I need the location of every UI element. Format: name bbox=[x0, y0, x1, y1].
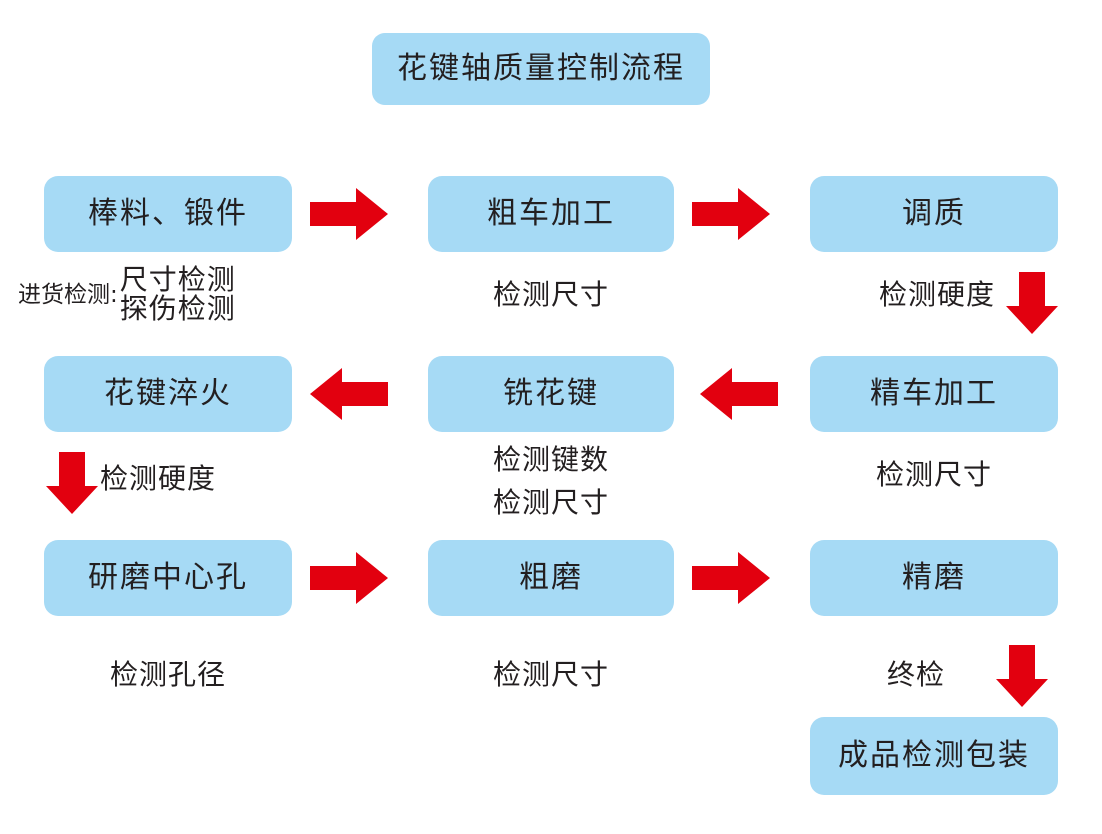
caption-incoming-inspection: 进货检测: 尺寸检测 探伤检测 bbox=[18, 264, 318, 326]
caption-rough-turning: 检测尺寸 bbox=[428, 278, 674, 312]
arrow-right-icon bbox=[310, 552, 388, 604]
flowchart-title-text: 花键轴质量控制流程 bbox=[397, 51, 685, 86]
node-rough-grinding[interactable]: 粗磨 bbox=[428, 540, 674, 616]
node-label: 花键淬火 bbox=[104, 376, 232, 411]
incoming-inspection-label: 进货检测: bbox=[18, 281, 118, 308]
node-label: 调质 bbox=[902, 196, 966, 231]
caption-text: 检测尺寸 bbox=[875, 457, 992, 491]
node-rough-turning[interactable]: 粗车加工 bbox=[428, 176, 674, 252]
caption-text: 检测尺寸 bbox=[492, 657, 609, 691]
arrow-down-icon bbox=[1006, 272, 1058, 334]
node-tempering[interactable]: 调质 bbox=[810, 176, 1058, 252]
node-label: 精磨 bbox=[902, 560, 966, 595]
arrow-right-icon bbox=[310, 188, 388, 240]
caption-spline-quenching: 检测硬度 bbox=[100, 462, 300, 496]
node-label: 研磨中心孔 bbox=[88, 560, 248, 595]
arrow-right-icon bbox=[692, 188, 770, 240]
caption-rough-grinding: 检测尺寸 bbox=[428, 658, 674, 692]
caption-fine-turning: 检测尺寸 bbox=[810, 458, 1058, 492]
caption-text: 检测尺寸 bbox=[492, 277, 609, 311]
node-label: 粗磨 bbox=[519, 560, 583, 595]
node-final-inspection-packaging[interactable]: 成品检测包装 bbox=[810, 717, 1058, 795]
caption-spline-milling-line-2: 检测尺寸 bbox=[428, 486, 674, 520]
incoming-inspection-line-1: 尺寸检测 bbox=[119, 263, 236, 297]
node-spline-quenching[interactable]: 花键淬火 bbox=[44, 356, 292, 432]
flowchart-title-box: 花键轴质量控制流程 bbox=[372, 33, 710, 105]
arrow-left-icon bbox=[310, 368, 388, 420]
arrow-right-icon bbox=[692, 552, 770, 604]
node-label: 铣花键 bbox=[503, 376, 599, 411]
caption-spline-milling-line-1: 检测键数 bbox=[428, 443, 674, 477]
caption-text: 检测硬度 bbox=[878, 277, 995, 311]
caption-text: 检测尺寸 bbox=[492, 485, 609, 519]
node-fine-turning[interactable]: 精车加工 bbox=[810, 356, 1058, 432]
arrow-down-icon bbox=[996, 645, 1048, 707]
node-label: 精车加工 bbox=[870, 376, 998, 411]
node-fine-grinding[interactable]: 精磨 bbox=[810, 540, 1058, 616]
node-spline-milling[interactable]: 铣花键 bbox=[428, 356, 674, 432]
node-label: 粗车加工 bbox=[487, 196, 615, 231]
incoming-inspection-line-2: 探伤检测 bbox=[119, 292, 236, 325]
caption-text: 检测孔径 bbox=[109, 657, 226, 691]
arrow-left-icon bbox=[700, 368, 778, 420]
arrow-down-icon bbox=[46, 452, 98, 514]
caption-text: 终检 bbox=[886, 657, 945, 691]
node-raw-material[interactable]: 棒料、锻件 bbox=[44, 176, 292, 252]
caption-center-hole-grinding: 检测孔径 bbox=[44, 658, 292, 692]
caption-text: 检测硬度 bbox=[100, 461, 217, 495]
caption-tempering: 检测硬度 bbox=[852, 278, 1022, 312]
caption-text: 检测键数 bbox=[492, 442, 609, 476]
caption-fine-grinding: 终检 bbox=[856, 658, 976, 692]
node-label: 成品检测包装 bbox=[838, 738, 1030, 773]
node-center-hole-grinding[interactable]: 研磨中心孔 bbox=[44, 540, 292, 616]
node-label: 棒料、锻件 bbox=[88, 196, 248, 231]
